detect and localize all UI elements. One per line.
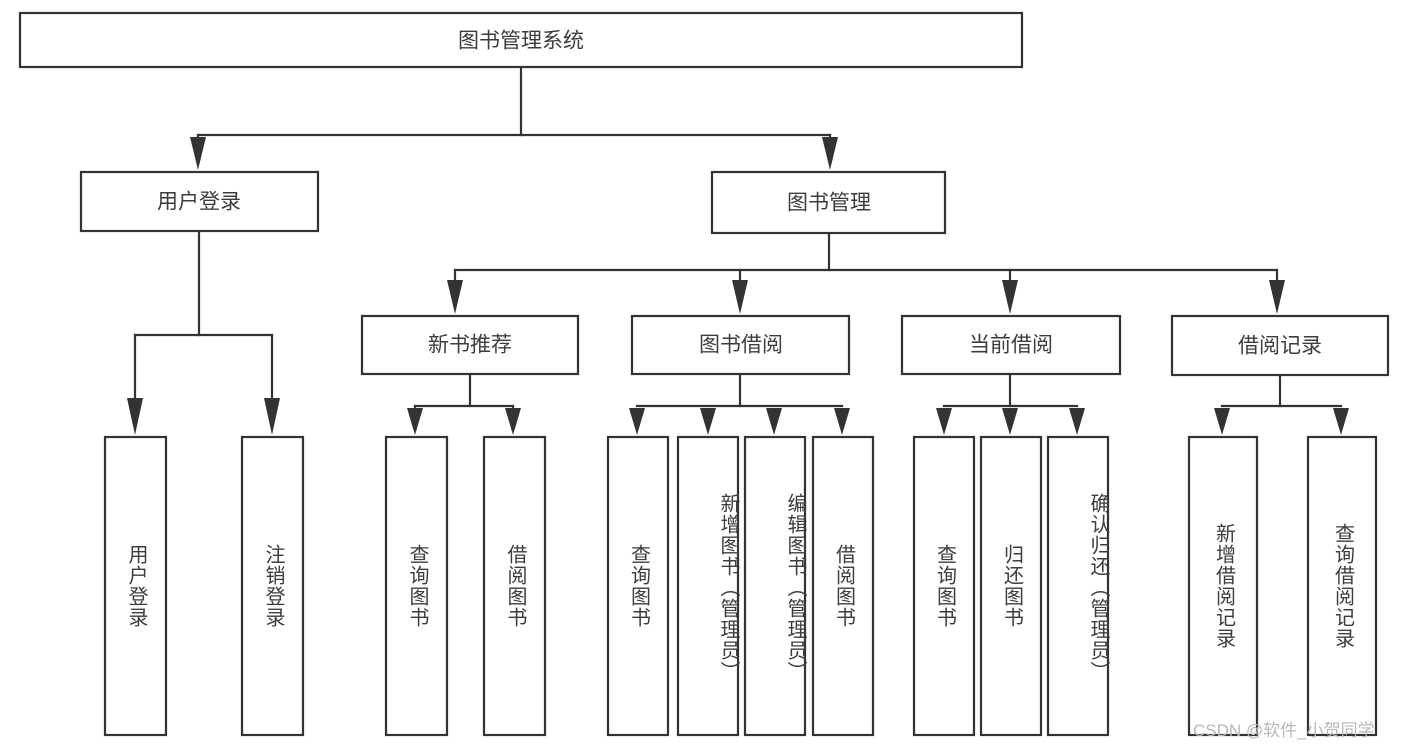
node-group: 图书管理系统 用户登录 图书管理 新书推荐 图书借阅 当前借阅 借阅记录 — [18, 11, 1390, 737]
node-leaf-add-book[interactable] — [676, 435, 740, 737]
arrow-to-new-book-rec — [447, 280, 463, 314]
node-leaf-query-book-3[interactable] — [912, 435, 976, 737]
node-new-book-rec[interactable] — [360, 314, 580, 376]
arrow-to-leaf-add-record — [1214, 408, 1230, 435]
node-leaf-query-book-1[interactable] — [384, 435, 449, 737]
node-leaf-user-login[interactable] — [103, 435, 168, 737]
node-leaf-query-book-2[interactable] — [606, 435, 670, 737]
node-user-login-label: 用户登录 — [157, 191, 241, 214]
arrow-to-book-borrow — [732, 280, 748, 314]
arrow-to-leaf-user-login — [127, 398, 143, 435]
watermark-text: CSDN @软件_小贺同学 — [1193, 721, 1375, 740]
node-leaf-edit-book[interactable] — [743, 435, 807, 737]
arrow-to-borrow-record — [1269, 280, 1285, 314]
arrow-to-leaf-confirm-return — [1069, 408, 1085, 435]
arrow-to-user-login — [190, 137, 206, 170]
node-leaf-return-book[interactable] — [979, 435, 1043, 737]
arrow-to-leaf-query-book-1 — [407, 408, 423, 435]
node-book-manage-label: 图书管理 — [787, 192, 871, 215]
node-root[interactable] — [18, 11, 1024, 69]
arrow-to-leaf-query-record — [1333, 408, 1349, 435]
node-leaf-user-logout[interactable] — [240, 435, 305, 737]
arrow-to-leaf-query-book-3 — [936, 408, 952, 435]
node-new-book-rec-label: 新书推荐 — [428, 334, 512, 357]
arrow-to-leaf-edit-book — [766, 408, 782, 435]
node-leaf-query-record[interactable] — [1306, 435, 1378, 737]
node-leaf-add-record[interactable] — [1187, 435, 1259, 737]
node-book-borrow-label: 图书借阅 — [699, 334, 783, 357]
arrow-to-book-manage — [822, 137, 838, 170]
node-book-manage[interactable] — [710, 170, 947, 235]
node-borrow-record[interactable] — [1170, 314, 1390, 377]
arrow-to-leaf-borrow-book-1 — [505, 408, 521, 435]
node-root-label: 图书管理系统 — [458, 30, 584, 53]
node-book-borrow[interactable] — [630, 314, 851, 376]
node-leaf-borrow-book-2[interactable] — [811, 435, 875, 737]
node-leaf-confirm-return[interactable] — [1046, 435, 1110, 737]
arrow-to-leaf-return-book — [1002, 408, 1018, 435]
arrow-to-current-borrow — [1002, 280, 1018, 314]
node-user-login[interactable] — [79, 170, 320, 233]
node-current-borrow-label: 当前借阅 — [969, 334, 1053, 357]
node-leaf-borrow-book-1[interactable] — [482, 435, 547, 737]
arrow-to-leaf-query-book-2 — [629, 408, 645, 435]
arrow-to-leaf-user-logout — [264, 398, 280, 435]
arrow-to-leaf-borrow-book-2 — [834, 408, 850, 435]
node-borrow-record-label: 借阅记录 — [1238, 335, 1322, 358]
arrow-to-leaf-add-book — [700, 408, 716, 435]
node-current-borrow[interactable] — [900, 314, 1122, 376]
connector-group — [127, 65, 1349, 435]
